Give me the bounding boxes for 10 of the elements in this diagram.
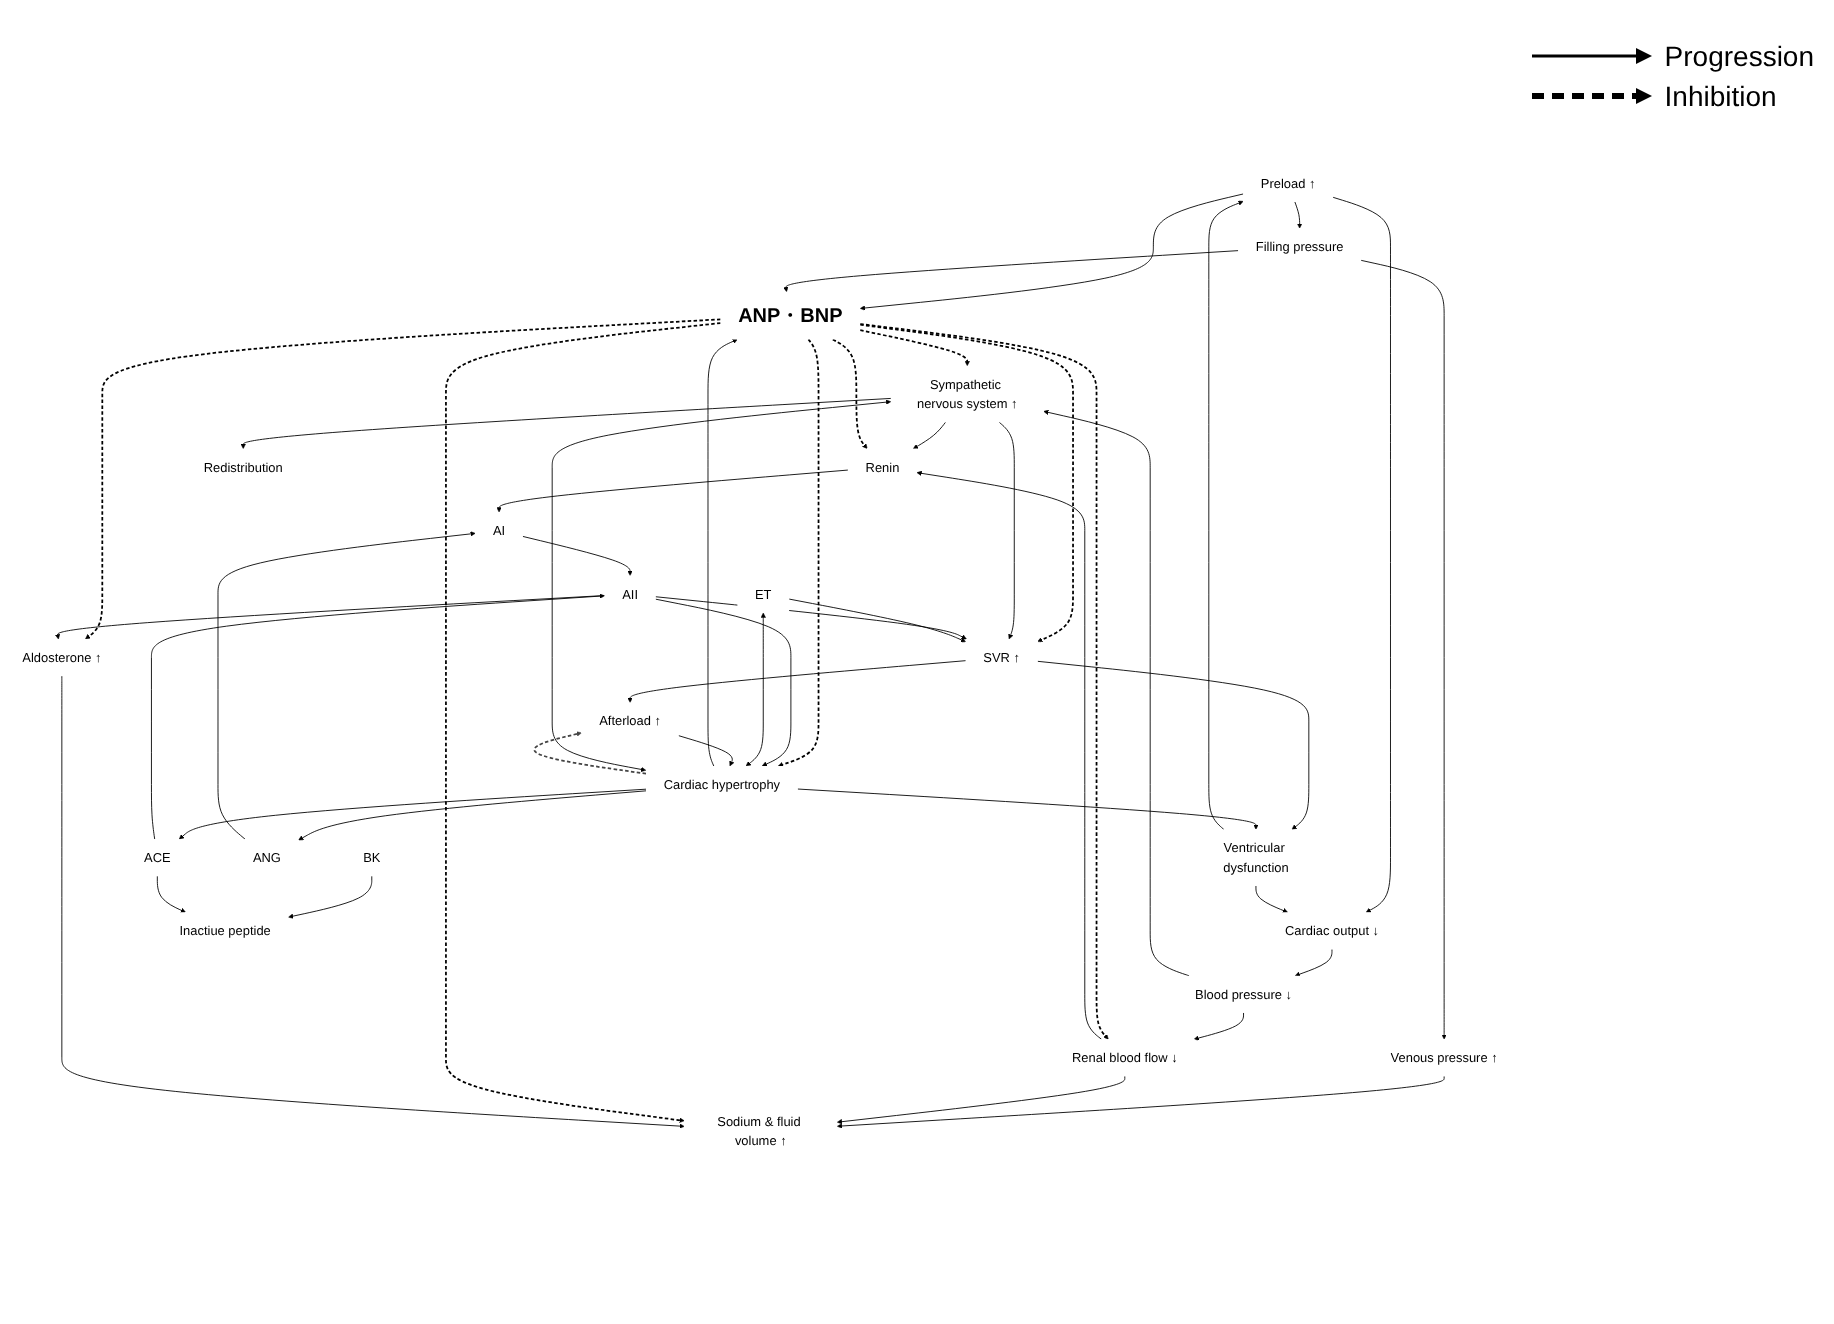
legend-text: Progression bbox=[1664, 40, 1814, 72]
arrow bbox=[831, 338, 868, 449]
arrow bbox=[85, 318, 722, 640]
arrow bbox=[445, 322, 722, 1123]
legend-text: Inhibition bbox=[1664, 80, 1777, 112]
arrow bbox=[778, 338, 820, 767]
arrow bbox=[859, 329, 970, 367]
arrow bbox=[533, 731, 647, 775]
node-text: ANP・BNP bbox=[738, 304, 843, 327]
arrow bbox=[859, 323, 1109, 1040]
